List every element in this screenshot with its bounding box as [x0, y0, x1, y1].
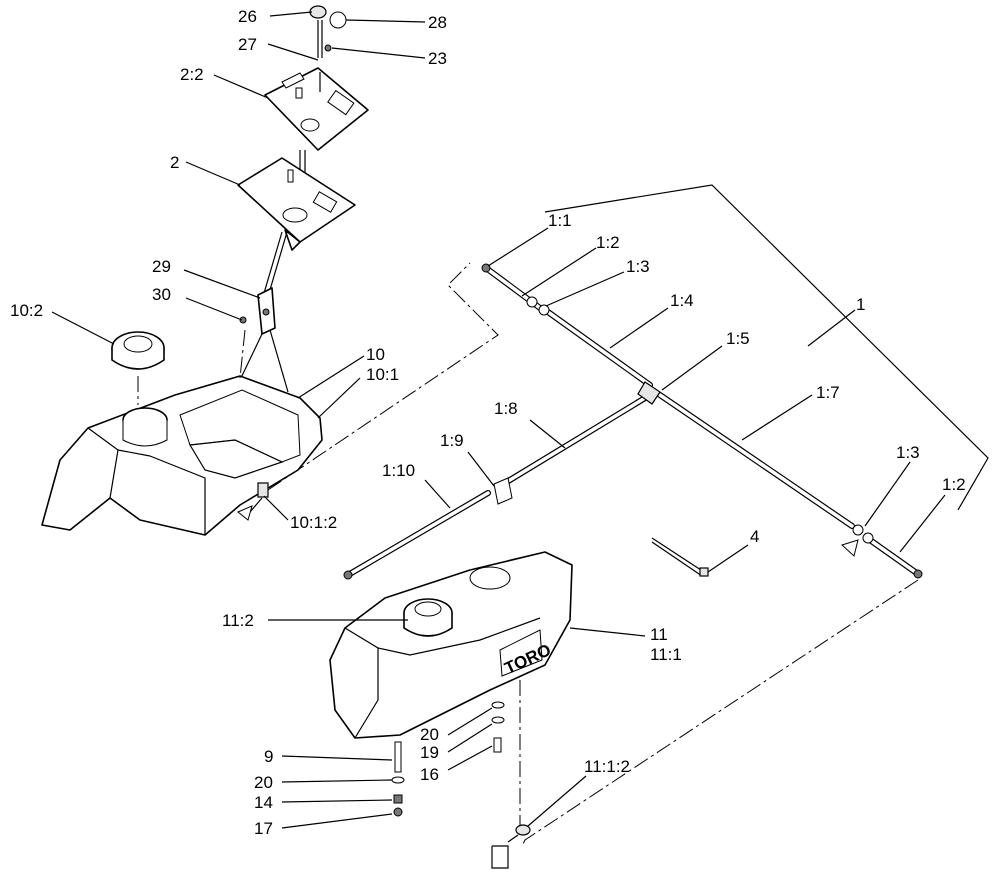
- callout-1-7: 1:7: [816, 383, 840, 402]
- callout-29: 29: [152, 257, 171, 276]
- callout-23: 23: [428, 49, 447, 68]
- callout-20-lower: 20: [254, 773, 273, 792]
- callout-10-1-2: 10:1:2: [290, 513, 337, 532]
- callout-20-upper: 20: [420, 725, 439, 744]
- callout-30: 30: [152, 285, 171, 304]
- callout-17: 17: [254, 819, 273, 838]
- cable-tie: [651, 537, 709, 577]
- fuel-hoses: [343, 263, 923, 580]
- callout-28: 28: [428, 13, 447, 32]
- callout-10-2: 10:2: [10, 301, 43, 320]
- callout-11: 11: [650, 625, 668, 644]
- control-panel-upper: [264, 67, 369, 151]
- callout-2: 2: [170, 153, 179, 172]
- callout-1-10: 1:10: [382, 461, 415, 480]
- callout-14: 14: [254, 793, 273, 812]
- callout-1: 1: [856, 295, 865, 314]
- callout-labels: 26 28 27 23 2:2 2 1:1 1:2 1:3 1:4 1 1:5 …: [10, 7, 966, 838]
- fuel-tank-left: [41, 375, 323, 536]
- leader-lines: [51, 11, 946, 829]
- callout-1-2-top: 1:2: [596, 233, 620, 252]
- hardware-stack: [391, 701, 505, 817]
- callout-1-1: 1:1: [548, 211, 572, 230]
- callout-26: 26: [238, 7, 257, 26]
- callout-27: 27: [238, 35, 257, 54]
- fuel-cap-left: [111, 331, 165, 405]
- callout-9: 9: [264, 747, 273, 766]
- tank-fitting-right: [491, 824, 531, 869]
- callout-1-9: 1:9: [440, 431, 464, 450]
- callout-2-2: 2:2: [180, 65, 204, 84]
- callout-11-1-2: 11:1:2: [584, 757, 630, 776]
- valve-rod: [239, 231, 289, 393]
- callout-1-3-bottom: 1:3: [896, 443, 920, 462]
- callout-1-3-top: 1:3: [626, 257, 650, 276]
- assembly-bracket: [544, 184, 989, 511]
- callout-16: 16: [420, 765, 439, 784]
- routing-lines: [239, 262, 919, 847]
- control-panel-lower: [237, 157, 356, 251]
- callout-19: 19: [420, 743, 439, 762]
- callout-11-2: 11:2: [222, 611, 254, 630]
- callout-10: 10: [366, 345, 385, 364]
- callout-4: 4: [750, 527, 759, 546]
- callout-1-4: 1:4: [670, 291, 694, 310]
- callout-1-5: 1:5: [726, 329, 750, 348]
- callout-1-2-bottom: 1:2: [942, 475, 966, 494]
- callout-1-8: 1:8: [494, 399, 518, 418]
- callout-10-1: 10:1: [366, 365, 399, 384]
- fuel-tank-right: TORO: [329, 551, 573, 739]
- callout-11-1: 11:1: [650, 645, 682, 664]
